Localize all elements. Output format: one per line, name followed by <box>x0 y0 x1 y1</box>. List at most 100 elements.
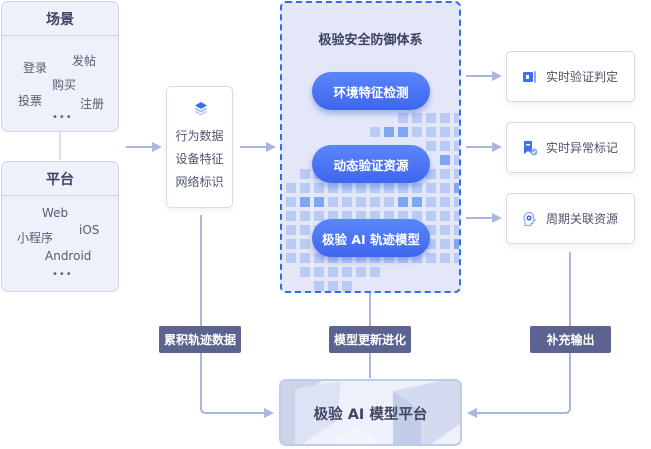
pixel-square <box>398 183 408 193</box>
pixel-square <box>314 267 324 277</box>
verify-judge-icon <box>523 70 536 83</box>
pixel-square <box>328 211 338 221</box>
pill-ai-trajectory-model[interactable]: 极验 AI 轨迹模型 <box>312 219 430 257</box>
pixel-square <box>426 113 436 123</box>
pixel-square <box>370 253 380 263</box>
pixel-square <box>440 169 450 179</box>
pixel-square <box>440 253 450 263</box>
pixel-square <box>398 211 408 221</box>
data-line: 设备特征 <box>175 152 224 166</box>
pixel-square <box>286 253 296 263</box>
output-realtime-verify[interactable]: 实时验证判定 <box>506 51 635 102</box>
pixel-square <box>440 183 450 193</box>
ai-head-gear-icon <box>523 211 536 226</box>
pixel-square <box>328 183 338 193</box>
scene-box: 场景 登录 发帖 购买 投票 注册 ••• <box>1 1 119 132</box>
pixel-square <box>426 197 436 207</box>
scene-item: 注册 <box>80 97 105 111</box>
scene-title: 场景 <box>2 2 118 36</box>
pixel-square <box>328 197 338 207</box>
pixel-square <box>440 113 450 123</box>
pixel-square <box>300 239 310 249</box>
output-anomaly-mark[interactable]: 实时异常标记 <box>506 122 635 173</box>
pixel-square <box>426 127 436 137</box>
pixel-square <box>440 141 450 151</box>
pixel-square <box>384 127 394 137</box>
pixel-square <box>342 211 352 221</box>
pixel-square <box>300 253 310 263</box>
scene-item: 购买 <box>52 78 77 92</box>
pixel-square <box>342 281 352 291</box>
pixel-square <box>300 225 310 235</box>
data-line: 网络标识 <box>175 175 224 189</box>
pixel-square <box>454 113 459 123</box>
defense-system-panel: 极验安全防御体系 环境特征检测 动态验证资源 极验 AI 轨迹模型 <box>280 1 461 293</box>
pixel-square <box>412 183 422 193</box>
tag-model-update: 模型更新进化 <box>329 326 411 353</box>
tag-supplement-output: 补充输出 <box>530 326 611 353</box>
pixel-square <box>412 113 422 123</box>
ai-model-platform[interactable]: 极验 AI 模型平台 <box>279 379 462 446</box>
pixel-square <box>370 127 380 137</box>
pixel-square <box>342 197 352 207</box>
pill-dynamic-resources[interactable]: 动态验证资源 <box>312 145 430 183</box>
pixel-square <box>426 183 436 193</box>
pixel-square <box>328 267 338 277</box>
platform-item: Android <box>45 249 92 263</box>
scene-item: 发帖 <box>72 54 97 68</box>
pixel-square <box>426 239 436 249</box>
output-label: 实时验证判定 <box>546 70 619 84</box>
pixel-square <box>398 253 408 263</box>
pixel-square <box>440 127 450 137</box>
pixel-square <box>342 183 352 193</box>
pixel-square <box>356 197 366 207</box>
pixel-square <box>356 183 366 193</box>
anomaly-mark-icon <box>524 140 538 155</box>
pixel-square <box>440 239 450 249</box>
pixel-square <box>454 183 459 193</box>
pixel-square <box>454 239 459 249</box>
pixel-square <box>286 183 296 193</box>
pixel-square <box>454 127 459 137</box>
pixel-square <box>314 197 324 207</box>
pixel-square <box>370 211 380 221</box>
pixel-square <box>314 211 324 221</box>
pixel-square <box>426 169 436 179</box>
output-periodic-resources[interactable]: 周期关联资源 <box>506 193 635 244</box>
layers-icon <box>195 102 207 116</box>
pixel-square <box>398 197 408 207</box>
pixel-square <box>370 197 380 207</box>
pixel-square <box>384 197 394 207</box>
pixel-square <box>356 211 366 221</box>
pixel-square <box>454 169 459 179</box>
pixel-square <box>440 155 450 165</box>
platform-background-shapes <box>281 381 460 444</box>
pixel-square <box>454 197 459 207</box>
data-sources-box: 行为数据 设备特征 网络标识 <box>166 86 233 208</box>
pixel-square <box>300 197 310 207</box>
pixel-square <box>454 211 459 221</box>
pixel-square <box>314 281 324 291</box>
platform-more: ••• <box>52 269 73 280</box>
pixel-square <box>314 253 324 263</box>
scene-item: 登录 <box>23 61 48 75</box>
output-label: 实时异常标记 <box>546 141 619 155</box>
platform-box: 平台 Web iOS 小程序 Android ••• <box>1 161 119 292</box>
pixel-square <box>314 183 324 193</box>
pixel-square <box>454 155 459 165</box>
pixel-square <box>412 127 422 137</box>
pixel-square <box>286 239 296 249</box>
ai-platform-title: 极验 AI 模型平台 <box>313 407 428 423</box>
pixel-square <box>286 197 296 207</box>
pixel-square <box>342 267 352 277</box>
pixel-square <box>384 211 394 221</box>
output-label: 周期关联资源 <box>546 212 619 226</box>
pixel-square <box>440 197 450 207</box>
pixel-square <box>370 183 380 193</box>
pixel-square <box>398 127 408 137</box>
pixel-square <box>426 225 436 235</box>
supplement-connector <box>467 252 571 418</box>
pixel-square <box>412 197 422 207</box>
pixel-square <box>370 267 380 277</box>
pill-env-detection[interactable]: 环境特征检测 <box>312 72 430 110</box>
